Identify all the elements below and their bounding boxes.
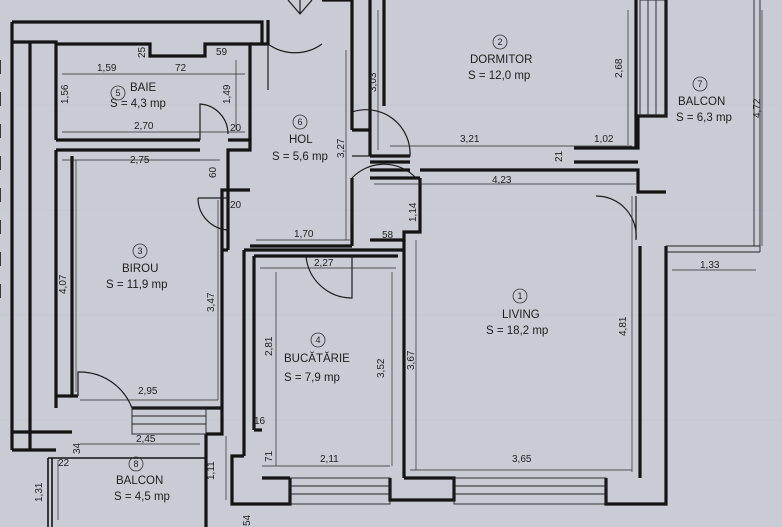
room-number-circle [310, 332, 326, 348]
dim-label: 71 [264, 450, 275, 462]
room-area: S = 11,9 mp [106, 279, 167, 291]
room-name: LIVING [502, 309, 540, 321]
room-label-balcon7: 7 BALCON S = 6,3 mp [676, 76, 732, 124]
door-bucatarie [305, 255, 353, 299]
dim-label: 1,70 [294, 229, 314, 240]
dim-label: 34 [72, 442, 83, 454]
room-area: S = 4,5 mp [114, 491, 170, 503]
room-area: S = 5,6 mp [272, 151, 328, 163]
door-birou [197, 197, 229, 231]
room-number-circle [132, 243, 148, 259]
dim-label: 1,33 [700, 260, 720, 271]
dim-label: 2,11 [320, 454, 339, 465]
room-label-hol: 6 HOL S = 5,6 mp [272, 114, 328, 163]
dim-label: 16 [254, 416, 266, 427]
room-label-dormitor: 2 DORMITOR S = 12,0 mp [468, 34, 532, 82]
room-number: 1 [517, 291, 522, 301]
room-area: S = 18,2 mp [486, 325, 548, 337]
dim-label: 2,70 [134, 121, 154, 132]
dim-label: 2,68 [614, 58, 625, 78]
dim-label: 72 [175, 63, 187, 74]
room-number-circle [512, 288, 528, 304]
dimension-labels: 25 59 1,59 72 1,56 1,49 2,70 20 60 20 3,… [34, 46, 763, 526]
door-hol-top [267, 42, 323, 90]
room-name: HOL [289, 134, 313, 146]
dim-label: 59 [216, 47, 228, 58]
dim-label: 2,45 [136, 434, 156, 445]
dimension-lines [57, 10, 763, 520]
dim-label: 58 [382, 230, 394, 241]
doors [77, 0, 637, 409]
room-label-birou: 3 BIROU S = 11,9 mp [106, 243, 167, 291]
room-label-bucatarie: 4 BUCĂTĂRIE S = 7,9 mp [284, 332, 350, 384]
dim-label: 1,59 [97, 63, 117, 74]
door-living [351, 163, 417, 222]
dim-label: 1,02 [594, 134, 614, 145]
room-number: 8 [133, 459, 138, 469]
dim-label: 1,49 [222, 84, 233, 104]
dim-label: 3,47 [206, 292, 217, 312]
paper-texture [0, 104, 782, 421]
door-balcon7 [595, 195, 637, 241]
room-number-circle [128, 456, 144, 472]
dim-label: 3,65 [512, 454, 532, 465]
windows [131, 0, 761, 505]
room-number-circle [492, 34, 508, 50]
door-balcon8 [77, 371, 133, 409]
room-label-living: 1 LIVING S = 18,2 mp [486, 288, 548, 337]
dim-label: 20 [230, 123, 242, 134]
room-number: 3 [137, 246, 142, 256]
dim-label: 4,81 [618, 316, 629, 336]
room-name: BAIE [130, 82, 157, 94]
dim-label: 2,27 [314, 258, 334, 269]
dim-label: 22 [58, 458, 70, 469]
room-number-circle [292, 114, 308, 130]
room-area: S = 12,0 mp [468, 70, 530, 82]
room-name: BUCĂTĂRIE [284, 352, 350, 365]
door-baie [199, 103, 229, 140]
dim-label: 1,56 [60, 84, 71, 104]
room-name: BALCON [116, 475, 163, 487]
dim-label: 3,21 [460, 134, 480, 145]
dim-label: 4,23 [492, 175, 512, 186]
entry-door-marker [287, 0, 313, 15]
room-number: 5 [115, 88, 120, 98]
room-number: 2 [497, 37, 502, 47]
dim-label: 2,81 [264, 336, 275, 356]
dim-label: 2,95 [138, 386, 158, 397]
room-name: DORMITOR [470, 54, 532, 66]
room-name: BALCON [678, 96, 725, 108]
door-dormitor [351, 109, 411, 157]
room-number: 7 [697, 79, 702, 89]
walls [0, 0, 668, 527]
room-number-circle [692, 76, 708, 92]
room-area: S = 6,3 mp [676, 112, 732, 124]
dim-label: 54 [242, 514, 253, 526]
dim-label: 3,03 [368, 72, 379, 92]
room-number-circle [110, 85, 126, 101]
dim-label: 1,31 [34, 482, 45, 502]
room-area: S = 7,9 mp [284, 372, 340, 384]
room-label-baie: 5 BAIE S = 4,3 mp [110, 82, 166, 110]
dim-label: 20 [230, 200, 242, 211]
dim-label: 60 [208, 166, 219, 178]
dim-label: 1,11 [206, 461, 217, 480]
room-label-balcon8: 8 BALCON S = 4,5 mp [114, 456, 170, 503]
dim-label: 4,07 [58, 274, 69, 294]
dim-label: 3,67 [406, 350, 417, 370]
room-area: S = 4,3 mp [110, 98, 166, 110]
dim-label: 25 [137, 46, 148, 58]
dim-label: 2,75 [130, 155, 150, 166]
dim-label: 1,14 [408, 202, 419, 222]
dim-label: 3,27 [336, 138, 347, 158]
room-number: 6 [297, 117, 302, 127]
dim-label: 3,52 [376, 358, 387, 378]
room-name: BIROU [122, 263, 158, 275]
dim-label: 21 [554, 150, 565, 162]
room-number: 4 [315, 335, 320, 345]
dim-label: 4,72 [752, 98, 763, 118]
